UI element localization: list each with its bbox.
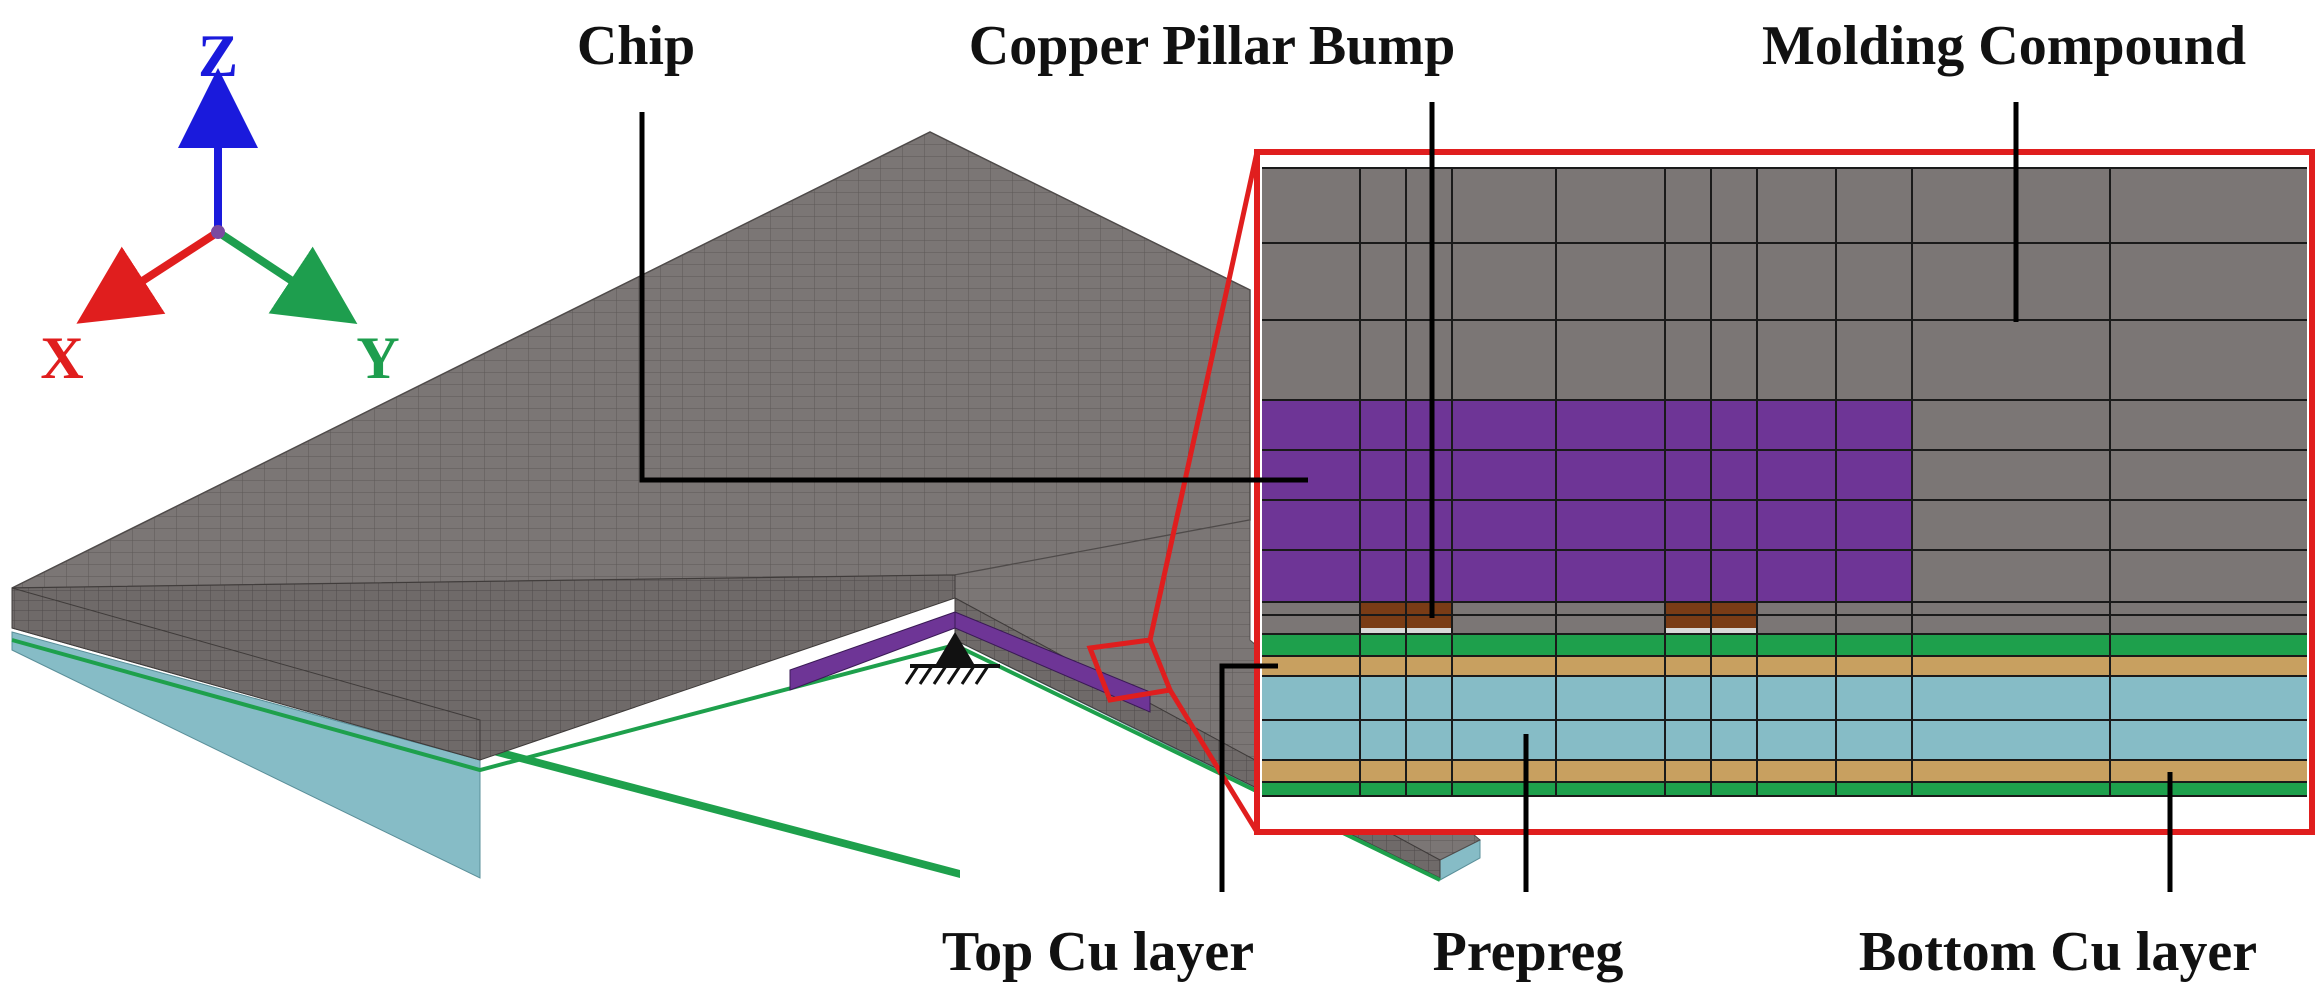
bottom-cu-layer-label: Bottom Cu layer: [1859, 921, 2257, 983]
top-cu-layer-region: [1262, 634, 2307, 656]
prepreg-region: [1262, 676, 2307, 760]
molding-top-surface: [11, 131, 1251, 589]
zoom-panel-frame: [1254, 149, 2315, 835]
bottom-cu-layer-region: [1262, 782, 2307, 796]
z-axis-label: Z: [198, 23, 238, 89]
triad-origin: [211, 225, 225, 239]
copper-base-line: [11, 638, 1441, 882]
substrate-side-left: [11, 631, 481, 879]
top-cu-layer-leader-line: [1219, 663, 1278, 892]
zoom-detail-panel: [1254, 149, 2315, 835]
zoom-connector-bottom: [1167, 688, 1260, 834]
callout-lines: [639, 102, 2173, 892]
molding-side-front-left: [11, 587, 481, 761]
y-axis-label: Y: [356, 325, 399, 391]
copper-pillar-bump-label: Copper Pillar Bump: [969, 15, 1455, 77]
molding-compound-label: Molding Compound: [1762, 15, 2246, 77]
chip-strip-right: [954, 611, 1151, 713]
zoom-connector-top: [1147, 151, 1260, 641]
top-cu-layer-label: Top Cu layer: [942, 921, 1254, 983]
x-axis-label: X: [40, 325, 83, 391]
fixed-support-symbol: [904, 632, 1000, 685]
prepreg-label: Prepreg: [1433, 921, 1624, 983]
chip-leader-line: [639, 112, 1308, 483]
bottom-tan-layer: [1262, 760, 2307, 782]
y-axis-arrow: [215, 228, 358, 325]
support-triangle: [936, 632, 974, 664]
chip-label: Chip: [577, 15, 695, 77]
zoom-mesh-lines: [1262, 167, 2307, 797]
top-tan-layer: [1262, 656, 2307, 676]
coordinate-triad: Z X Y: [40, 23, 399, 391]
x-axis-arrow: [76, 228, 221, 324]
